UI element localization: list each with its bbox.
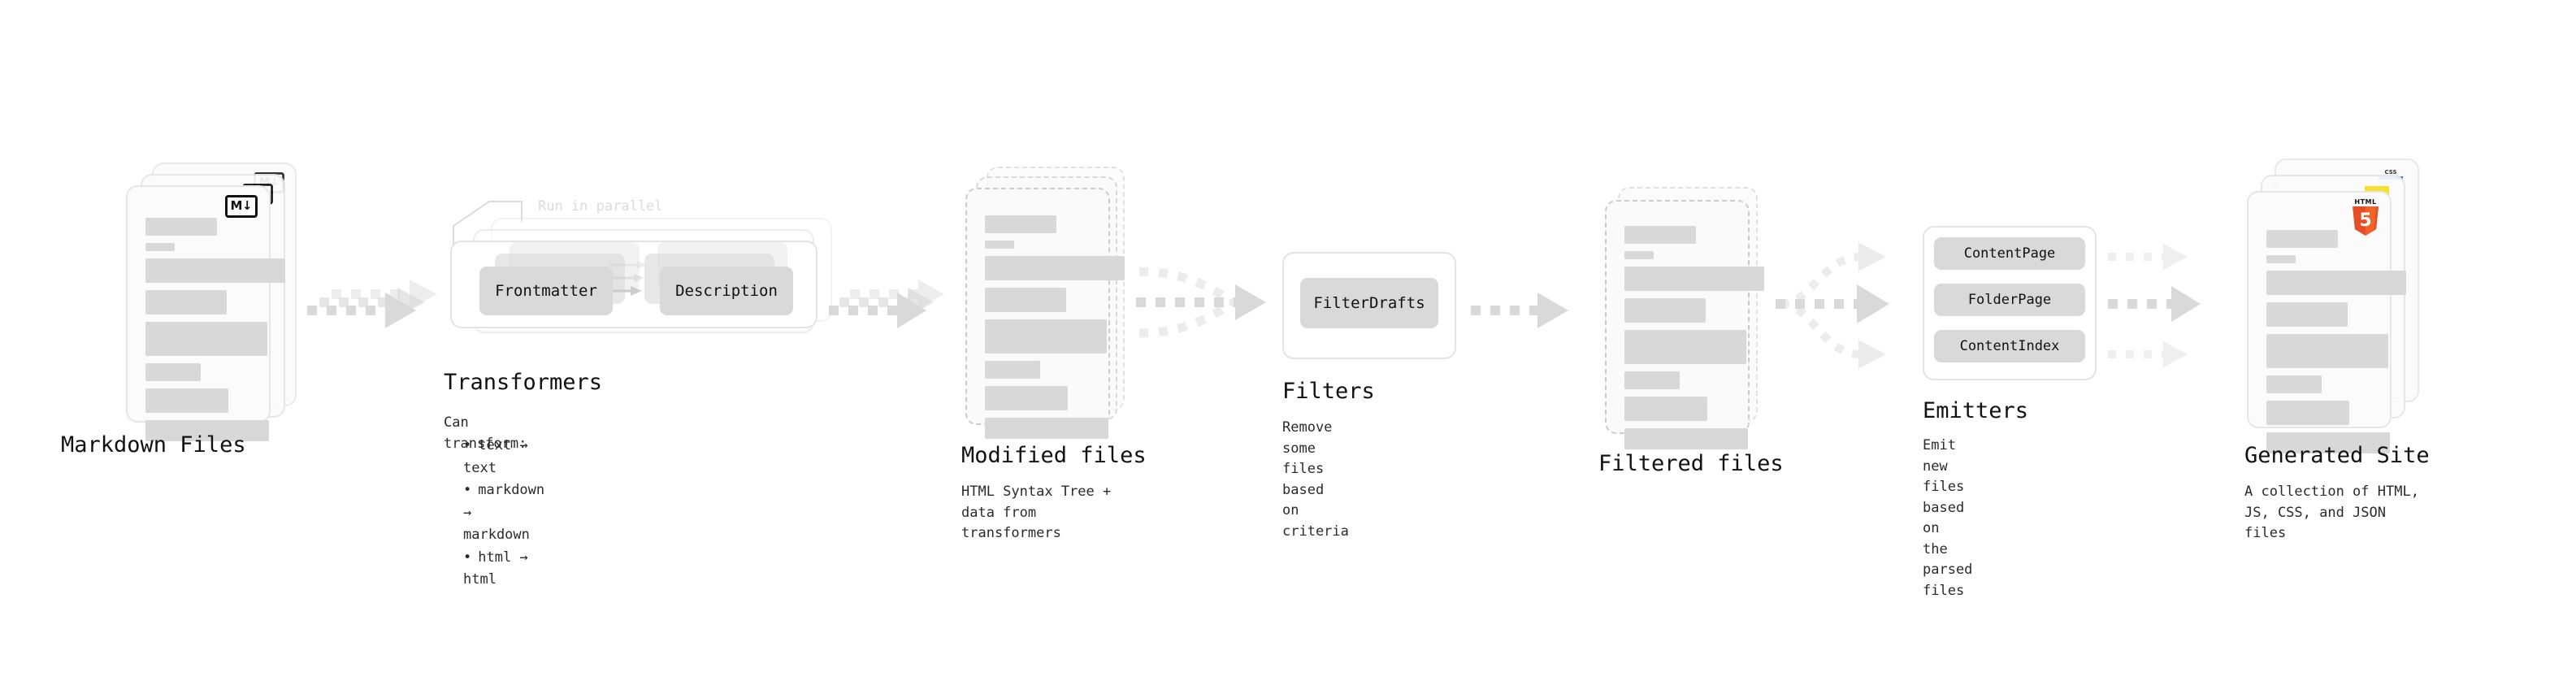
stage-markdown-files: M↓ M↓ M↓ Markdown Files — [61, 163, 297, 458]
filtered-page-front — [1605, 200, 1764, 449]
filtered-file-stack — [1605, 187, 1776, 449]
emitters-subtitle: Emit new files based on the parsed files — [1923, 437, 1973, 599]
generated-site-subtitle: A collection of HTML, JS, CSS, and JSON … — [2244, 484, 2419, 541]
emitter-pill-folderpage[interactable]: FolderPage — [1934, 284, 2085, 316]
html5-icon: HTML 5 — [2351, 199, 2380, 236]
arrow-markdown-to-transformers — [307, 280, 437, 328]
generated-page-html: HTML 5 — [2247, 191, 2406, 453]
transformer-inner-arrows — [603, 261, 647, 296]
stage-title-filtered-files: Filtered files — [1598, 451, 1784, 476]
stage-generated-site: CSS HTML 5 — [2244, 158, 2430, 541]
filter-pill-filterdrafts[interactable]: FilterDrafts — [1300, 278, 1438, 328]
stage-title-emitters: Emitters — [1923, 398, 2029, 423]
modified-files-subtitle: HTML Syntax Tree + data from transformer… — [961, 484, 1112, 541]
stage-filtered-files: Filtered files — [1598, 187, 1784, 476]
transformers-bullet-2: html → html — [463, 547, 544, 592]
arrow-filtered-to-emitters — [1776, 242, 1889, 369]
stage-title-transformers: Transformers — [444, 370, 603, 395]
transformers-bullet-1: markdown → markdown — [463, 479, 544, 547]
stage-modified-files: Modified files HTML Syntax Tree + data f… — [961, 167, 1147, 541]
modified-page-skeleton — [967, 189, 1125, 439]
stage-title-modified-files: Modified files — [961, 443, 1147, 468]
filtered-page-skeleton — [1607, 202, 1764, 449]
modified-file-stack — [965, 167, 1136, 439]
arrow-transformers-to-modified — [829, 280, 944, 328]
markdown-page-skeleton — [128, 187, 285, 441]
transformers-bullet-0: text → text — [463, 435, 544, 479]
transformers-bullet-list: text → text markdown → markdown html → h… — [452, 435, 544, 592]
html5-icon-label: HTML — [2354, 198, 2377, 206]
markdown-page-front: M↓ — [126, 185, 285, 441]
html5-icon-number: 5 — [2359, 210, 2372, 231]
emitter-pill-contentpage[interactable]: ContentPage — [1934, 237, 2085, 270]
transformer-pill-description[interactable]: Description — [660, 267, 793, 315]
filters-subtitle: Remove some files based on criteria — [1282, 419, 1349, 540]
stage-title-markdown-files: Markdown Files — [61, 432, 246, 458]
emitter-pill-contentindex[interactable]: ContentIndex — [1934, 330, 2085, 362]
generated-page-skeleton — [2249, 193, 2406, 453]
markdown-icon: M↓ — [224, 195, 258, 218]
arrow-emitters-to-site — [2108, 244, 2201, 367]
generated-site-stack: CSS HTML 5 — [2247, 158, 2426, 453]
modified-page-front — [965, 188, 1125, 439]
markdown-file-stack: M↓ M↓ M↓ — [126, 163, 297, 441]
css3-icon-label: CSS — [2384, 169, 2397, 176]
stage-title-generated-site: Generated Site — [2244, 443, 2430, 468]
run-in-parallel-label: Run in parallel — [538, 198, 663, 215]
transformer-pill-frontmatter[interactable]: Frontmatter — [479, 267, 613, 315]
run-in-parallel-bracket — [453, 201, 523, 254]
arrow-modified-to-filters — [1136, 267, 1266, 338]
arrow-filters-to-filtered — [1471, 293, 1568, 328]
stage-title-filters: Filters — [1282, 379, 1375, 404]
